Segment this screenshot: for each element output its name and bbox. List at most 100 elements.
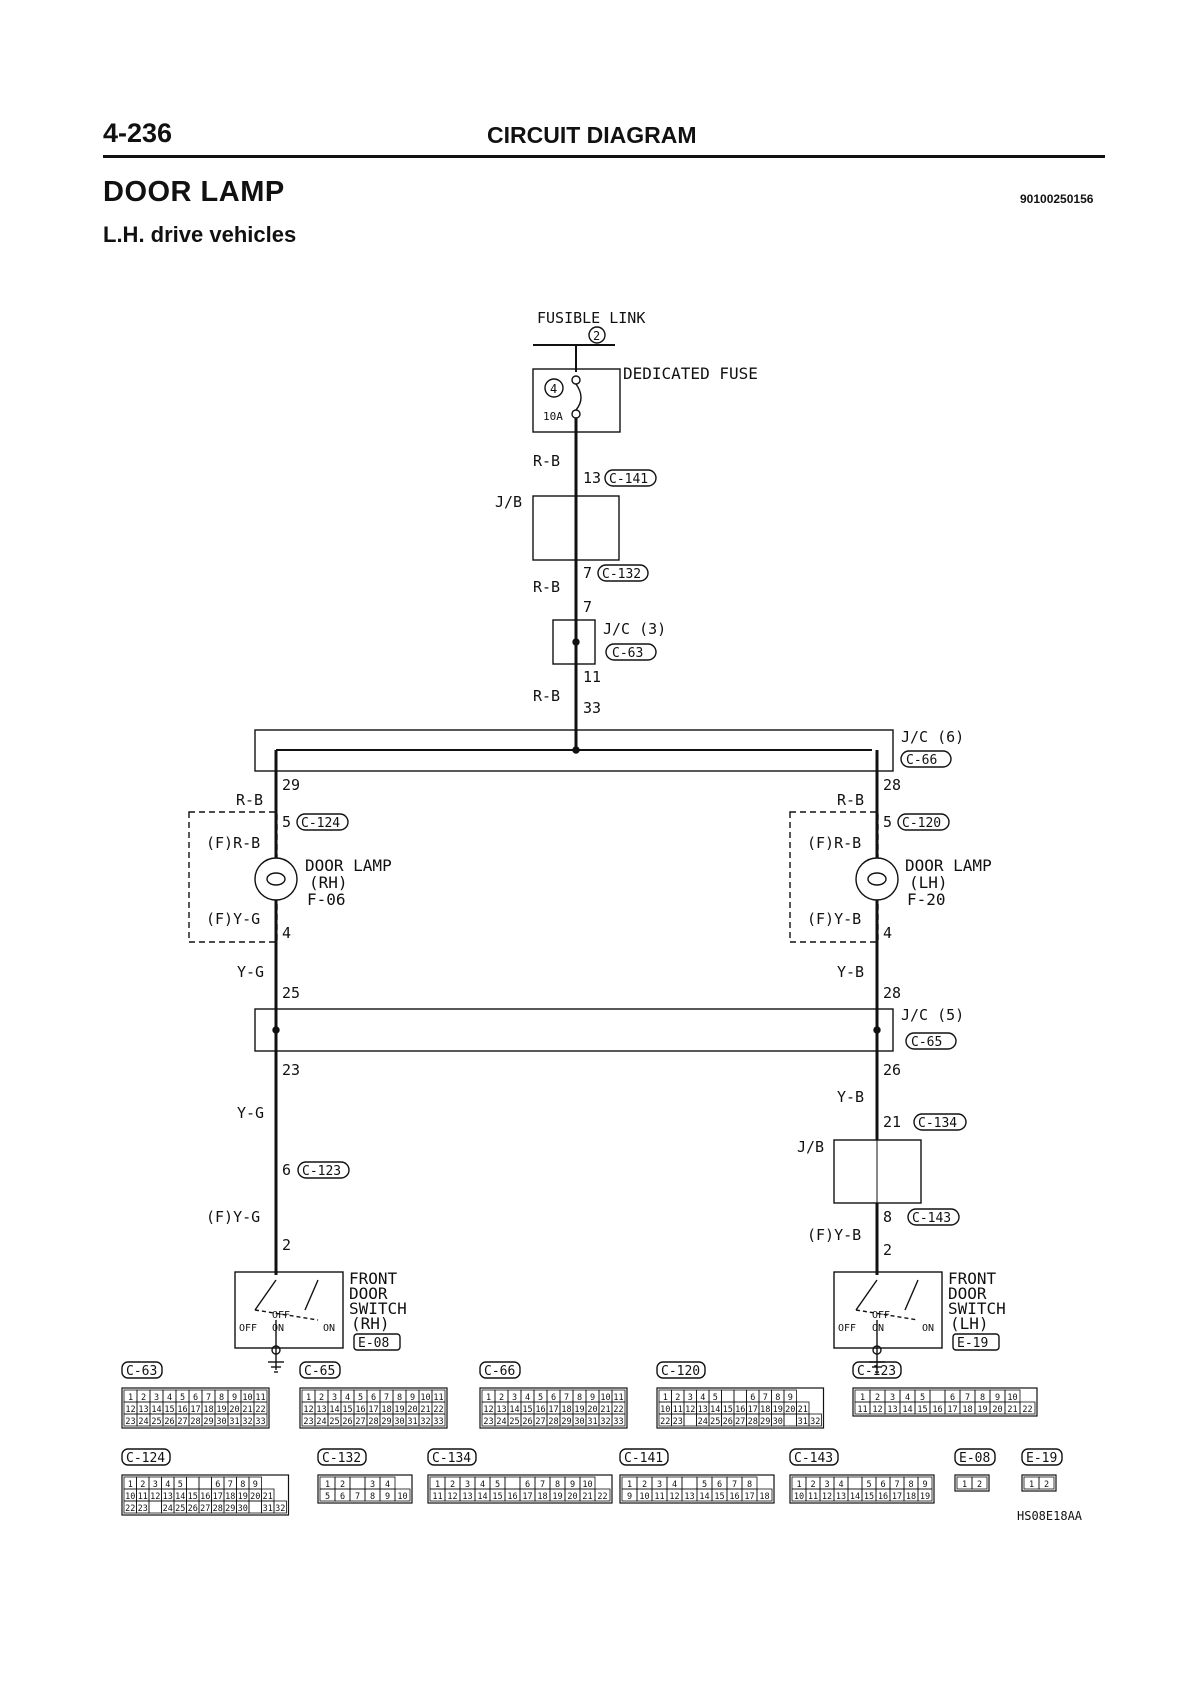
- switch-rh-on: ON: [323, 1323, 335, 1334]
- legend-pin: 22: [613, 1405, 623, 1415]
- connector-e19-badge: [952, 1333, 1000, 1351]
- switch-lh-on: ON: [922, 1323, 934, 1334]
- legend-frame-c123: [852, 1387, 1038, 1417]
- legend-pin: 2: [642, 1480, 647, 1490]
- legend-pin: 7: [965, 1393, 970, 1403]
- switch-rh-terminal: [271, 1345, 281, 1355]
- switch-lh-label-1: FRONT: [948, 1269, 997, 1288]
- legend-pin: 11: [432, 1492, 442, 1502]
- legend-pin: 12: [872, 1405, 882, 1415]
- connector-c120-label: C-120: [902, 816, 941, 831]
- legend-pin: 1: [325, 1480, 330, 1490]
- legend-label-c120: C-120: [661, 1364, 700, 1379]
- legend-pin: 3: [465, 1480, 470, 1490]
- document-code: 90100250156: [1020, 192, 1094, 206]
- jc5-rh-dot: [272, 1026, 280, 1034]
- switch-lh-terminal: [872, 1345, 882, 1355]
- legend-pin: 23: [125, 1417, 135, 1427]
- legend-pin: 12: [150, 1492, 160, 1502]
- legend-pin: 6: [717, 1480, 722, 1490]
- wire-label-rb-2: R-B: [533, 578, 560, 596]
- legend-pin: 17: [744, 1492, 754, 1502]
- legend-label-e19: E-19: [1026, 1451, 1057, 1466]
- legend-pin: 2: [1044, 1480, 1049, 1490]
- legend-pin: 19: [773, 1405, 783, 1415]
- legend-pin: 4: [838, 1480, 843, 1490]
- legend-pin: 4: [525, 1393, 530, 1403]
- wire-label-yg-1: Y-G: [237, 963, 264, 981]
- legend-pin: 12: [483, 1405, 493, 1415]
- legend-pin: 11: [673, 1405, 683, 1415]
- legend-pin: 1: [306, 1393, 311, 1403]
- legend-pin: 28: [548, 1417, 558, 1427]
- connector-c141-label: C-141: [609, 472, 648, 487]
- switch-rh-off: OFF: [239, 1323, 257, 1334]
- pin-25: 25: [282, 984, 300, 1002]
- legend-pin: 12: [303, 1405, 313, 1415]
- connector-c143-label: C-143: [912, 1211, 951, 1226]
- switch-lh-blade-2: [904, 1279, 919, 1311]
- legend-pin: 30: [394, 1417, 404, 1427]
- legend-pin: 28: [213, 1504, 223, 1514]
- legend-pin: 11: [138, 1492, 148, 1502]
- legend-pin: 31: [798, 1417, 808, 1427]
- legend-frame-c124: [121, 1474, 290, 1516]
- legend-pin: 13: [316, 1405, 326, 1415]
- fusible-link-number: 2: [593, 329, 600, 343]
- legend-pin: 5: [866, 1480, 871, 1490]
- legend-pin: 13: [496, 1405, 506, 1415]
- legend-pin: 6: [215, 1480, 220, 1490]
- legend-pin: 6: [371, 1393, 376, 1403]
- fuse-terminal-bottom: [571, 409, 581, 419]
- legend-pin: 33: [433, 1417, 443, 1427]
- legend-pin: 25: [151, 1417, 161, 1427]
- wire-label-fyb-lh: (F)Y-B: [807, 910, 861, 928]
- legend-pin: 2: [340, 1480, 345, 1490]
- legend-pin: 3: [657, 1480, 662, 1490]
- legend-cell: [721, 1389, 735, 1403]
- legend-pin: 11: [808, 1492, 818, 1502]
- legend-cell: [248, 1500, 262, 1514]
- legend-pin: 22: [125, 1504, 135, 1514]
- legend-pin: 15: [723, 1405, 733, 1415]
- legend-badge-c143: [789, 1448, 839, 1466]
- legend-pin: 11: [433, 1393, 443, 1403]
- legend-pin: 3: [824, 1480, 829, 1490]
- legend-frame-c65: [299, 1387, 448, 1429]
- diagram-subtitle: L.H. drive vehicles: [103, 222, 297, 247]
- legend-pin: 10: [420, 1393, 430, 1403]
- pin-26: 26: [883, 1061, 901, 1079]
- legend-cell: [808, 1413, 822, 1427]
- legend-pin: 7: [763, 1393, 768, 1403]
- legend-pin: 1: [128, 1393, 133, 1403]
- legend-pin: 3: [890, 1393, 895, 1403]
- legend-badge-c66: [479, 1361, 521, 1379]
- legend-pin: 6: [193, 1393, 198, 1403]
- legend-pin: 24: [163, 1504, 173, 1514]
- legend-pin: 8: [370, 1492, 375, 1502]
- pin-5-lh: 5: [883, 813, 892, 831]
- legend-pin: 20: [587, 1405, 597, 1415]
- legend-frame-c63: [121, 1387, 270, 1429]
- connector-c124-label: C-124: [301, 816, 340, 831]
- switch-lh-blade-1: [855, 1279, 878, 1311]
- legend-pin: 31: [263, 1504, 273, 1514]
- legend-pin: 21: [600, 1405, 610, 1415]
- legend-pin: 10: [600, 1393, 610, 1403]
- legend-pin: 18: [561, 1405, 571, 1415]
- legend-frame-c120: [656, 1387, 825, 1429]
- fuse-element: [575, 383, 582, 411]
- legend-pin: 27: [177, 1417, 187, 1427]
- legend-pin: 10: [125, 1492, 135, 1502]
- switch-rh-label-1: FRONT: [349, 1269, 398, 1288]
- legend-pin: 2: [319, 1393, 324, 1403]
- legend-pin: 24: [698, 1417, 708, 1427]
- legend-pin: 29: [760, 1417, 770, 1427]
- legend-pin: 29: [225, 1504, 235, 1514]
- legend-cell: [683, 1413, 697, 1427]
- legend-pin: 1: [663, 1393, 668, 1403]
